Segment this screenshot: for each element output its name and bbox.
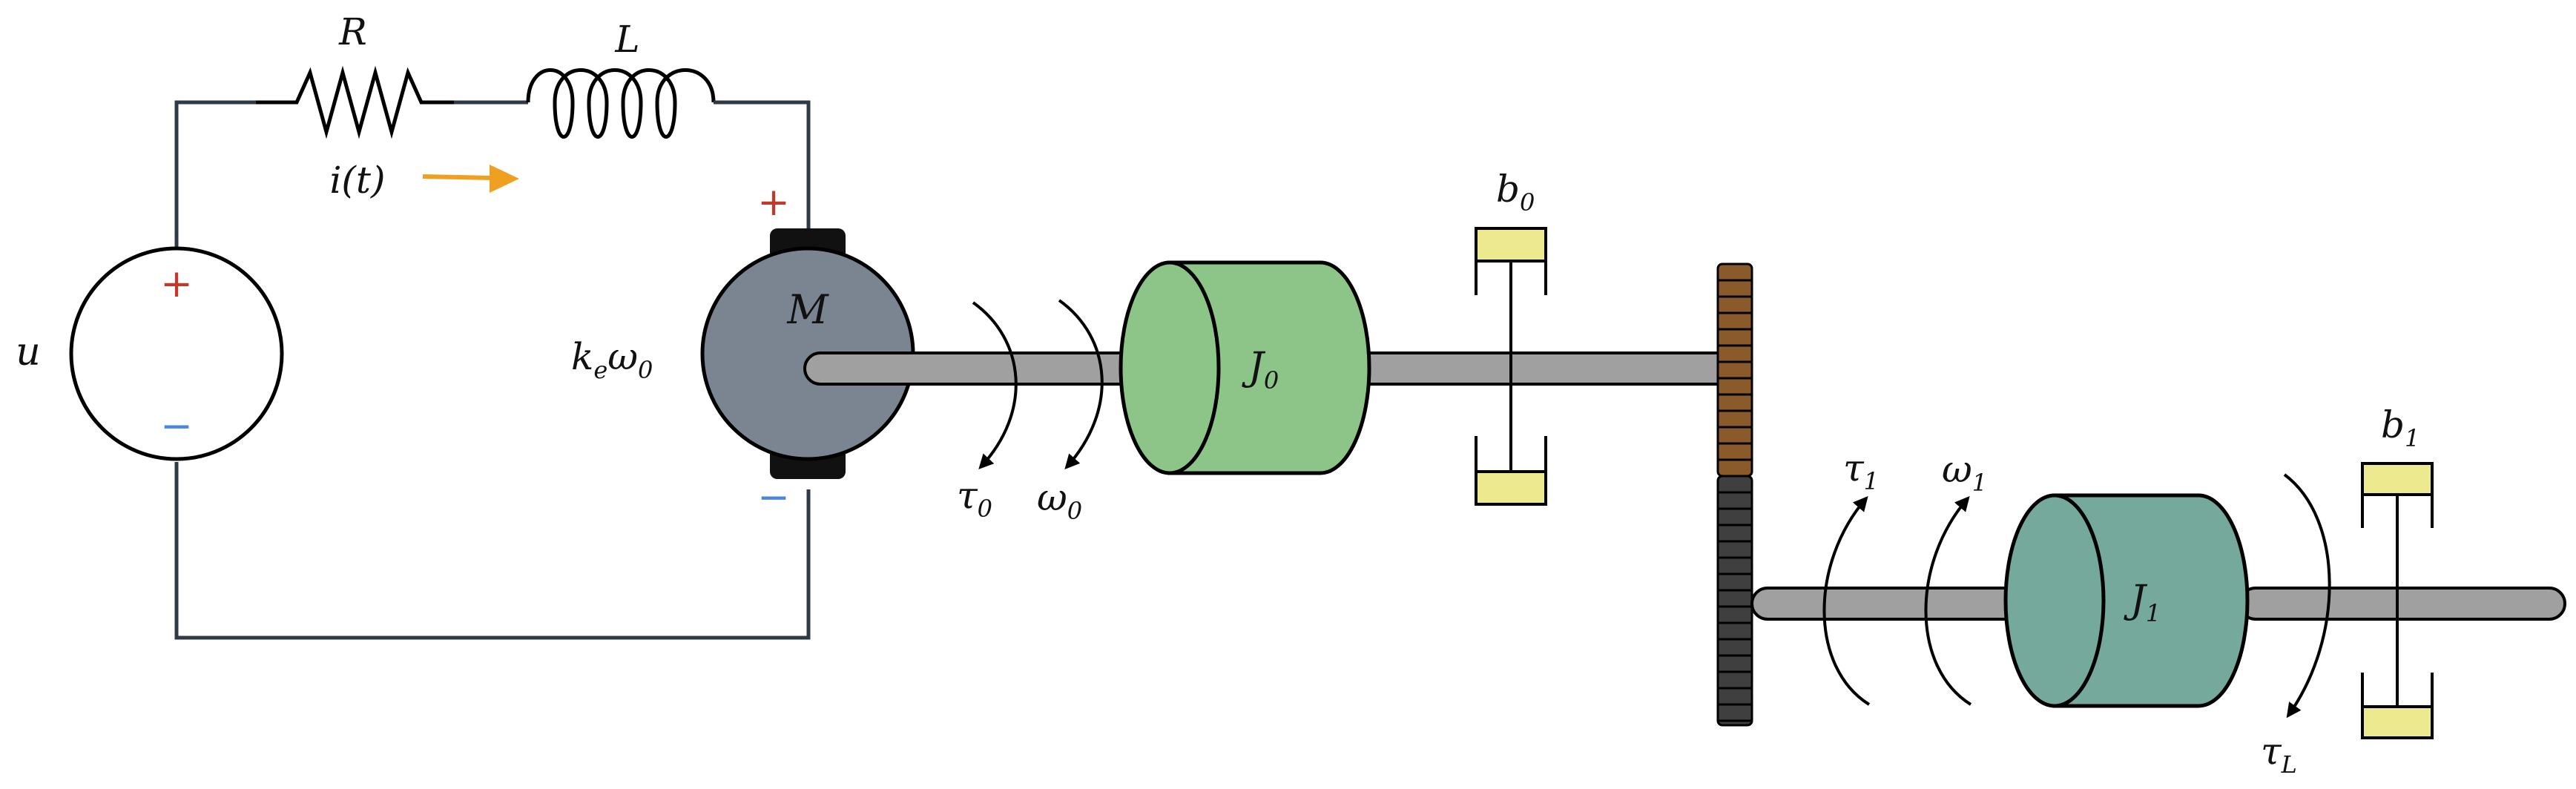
damper-b1-label: b1 <box>2381 403 2419 452</box>
inertia-j0: J0 <box>1119 260 1371 475</box>
motor-plus-sign: + <box>757 180 790 225</box>
resistor-label: R <box>338 10 367 53</box>
shaft-0-right <box>1363 351 1737 386</box>
voltage-source <box>69 246 284 461</box>
inductor-coil <box>526 68 716 139</box>
damper-b0-bottom-pad <box>1475 470 1547 506</box>
damper-b0-top-pad <box>1475 227 1547 263</box>
speed-0-label: ω0 <box>1037 476 1082 525</box>
source-plus-sign: + <box>160 262 193 306</box>
stage-0: τ0 ω0 J0 b0 <box>803 168 1737 525</box>
current-label: i(t) <box>329 159 385 202</box>
stage-1: τ1 ω1 J1 τL b1 <box>1750 403 2566 779</box>
damper-b0-label: b0 <box>1496 168 1535 217</box>
motor-label: M <box>786 286 829 333</box>
load-torque-label: τL <box>2261 730 2297 779</box>
damper-b1: b1 <box>2361 403 2434 739</box>
damper-b1-top-pad <box>2361 462 2434 496</box>
wire-top-right <box>714 100 811 230</box>
damper-b1-bottom-pad <box>2361 705 2434 739</box>
gear-lower <box>1716 475 1753 727</box>
wire-bottom-right <box>174 462 811 640</box>
dc-motor: M <box>700 228 915 479</box>
source-label: u <box>16 330 41 374</box>
circuit: + − u R L i(t) + − keω0 <box>16 10 811 640</box>
shaft-1-right <box>2239 587 2566 621</box>
speed-1-arrow <box>1924 495 1972 706</box>
damper-b0: b0 <box>1475 168 1547 506</box>
torque-1-arrow <box>1822 495 1871 706</box>
inertia-j1: J1 <box>2003 493 2250 708</box>
torque-1-label: τ1 <box>1843 446 1879 495</box>
inductor-label: L <box>614 18 639 61</box>
back-emf-label: keω0 <box>571 335 653 384</box>
torque-0-label: τ0 <box>957 474 992 523</box>
gear-pair <box>1716 263 1753 727</box>
speed-1-label: ω1 <box>1942 448 1987 497</box>
gear-upper <box>1716 263 1753 478</box>
source-minus-sign: − <box>160 404 193 449</box>
load-torque-arrow <box>2283 473 2331 719</box>
motor-minus-sign: − <box>757 475 790 520</box>
torque-0-arrow <box>972 301 1018 469</box>
current-arrow <box>422 165 519 193</box>
speed-0-arrow <box>1058 299 1104 469</box>
resistor-zigzag <box>256 65 454 139</box>
